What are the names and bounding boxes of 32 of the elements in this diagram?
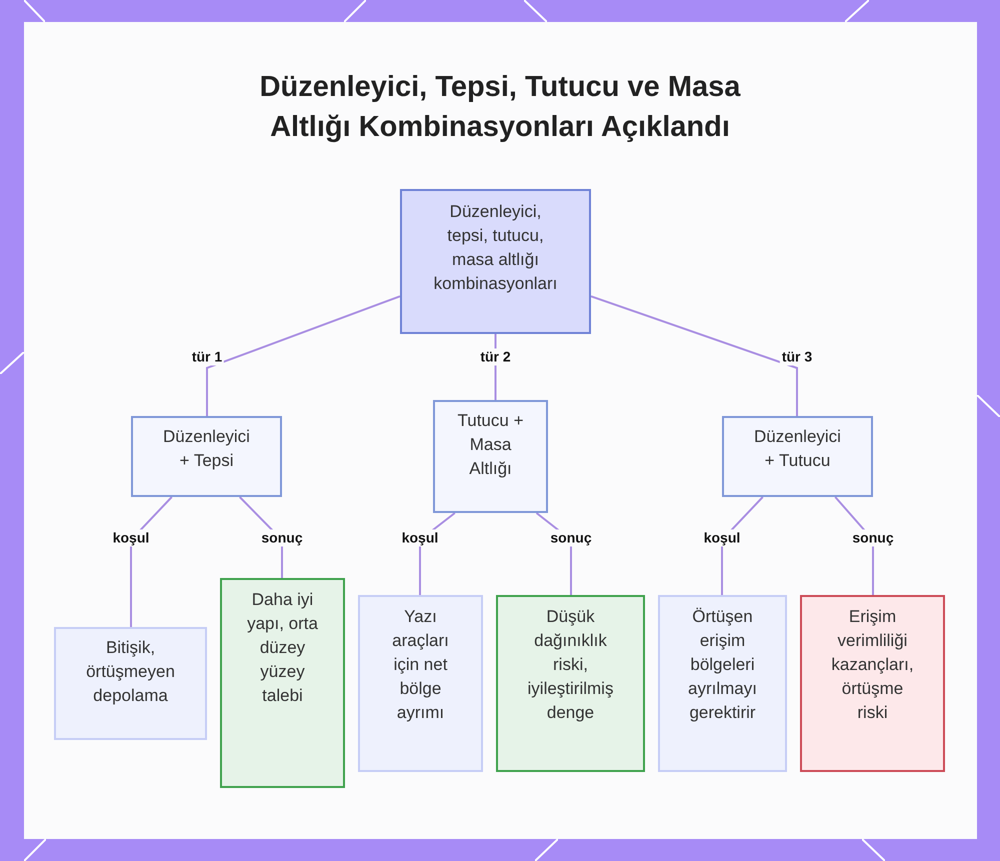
node-label: Örtüşen erişim bölgeleri ayrılmayı gerektirir: [687, 606, 758, 724]
node-label: Düzenleyici, tepsi, tutucu, masa altlığı kombinasyonları: [432, 201, 558, 295]
edge-label: sonuç: [259, 530, 305, 546]
node-label: Düzenleyici + Tepsi: [162, 426, 251, 472]
outcome-box: [496, 595, 645, 772]
node-label: Tutucu + Masa Altlığı: [456, 410, 524, 480]
edge-label: koşul: [400, 530, 440, 546]
node-label: Bitişik, örtüşmeyen depolama: [85, 637, 176, 707]
edge-label: tür 3: [780, 348, 814, 366]
condition-box: [358, 595, 483, 772]
diagram-title: Düzenleyici, Tepsi, Tutucu ve Masa Altlığı Kombinasyonları Açıklandı: [258, 70, 742, 145]
node-label: Daha iyi yapı, orta düzey yüzey talebi: [246, 589, 319, 707]
edge-label: sonuç: [548, 530, 594, 546]
node-label: Düşük dağınıklık riski, iyileştirilmiş denge: [526, 606, 614, 724]
connector-line: [206, 295, 400, 416]
condition-box: [658, 595, 787, 772]
condition-box: [54, 627, 207, 740]
category-box: [433, 400, 548, 513]
edge-label: tür 2: [478, 348, 513, 366]
category-box: [722, 416, 873, 497]
node-label: Yazı araçları için net bölge ayrımı: [391, 606, 450, 724]
edge-label: koşul: [110, 530, 152, 546]
node-label: Düzenleyici + Tutucu: [753, 426, 842, 472]
category-box: [131, 416, 282, 497]
edge-label: sonuç: [850, 530, 896, 546]
risk-box: [800, 595, 945, 772]
topic-box: [400, 189, 591, 334]
outcome-box: [220, 578, 345, 788]
connector-line: [590, 295, 798, 416]
node-label: Erişim verimliliği kazançları, örtüşme riski: [830, 606, 915, 724]
edge-label: koşul: [702, 530, 742, 546]
edge-label: tür 1: [190, 348, 224, 366]
